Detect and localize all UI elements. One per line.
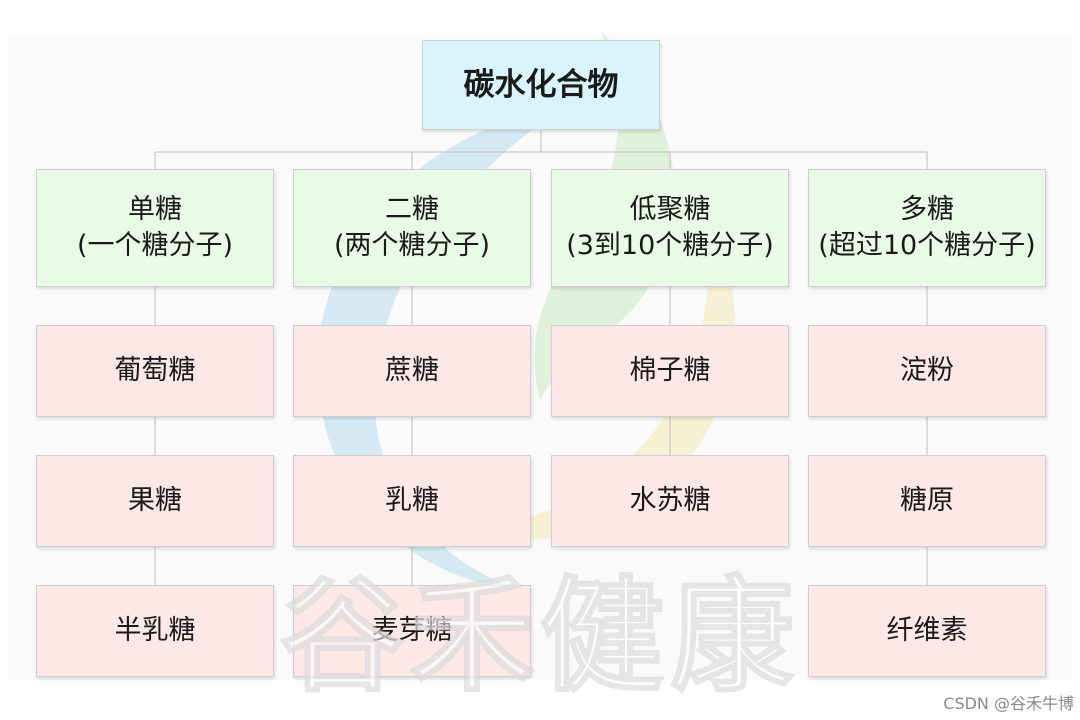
category-name: 二糖 xyxy=(385,194,439,225)
item-node: 麦芽糖 xyxy=(293,585,531,677)
item-node: 淀粉 xyxy=(808,325,1046,417)
category-name: 多糖 xyxy=(900,194,954,225)
category-desc: (3到10个糖分子) xyxy=(566,230,774,261)
category-node-disaccharide: 二糖 (两个糖分子) xyxy=(293,169,531,287)
item-node: 乳糖 xyxy=(293,455,531,547)
root-node: 碳水化合物 xyxy=(422,40,660,130)
item-node: 水苏糖 xyxy=(551,455,789,547)
item-node: 糖原 xyxy=(808,455,1046,547)
category-desc: (两个糖分子) xyxy=(333,230,491,261)
item-node: 半乳糖 xyxy=(36,585,274,677)
item-node: 棉子糖 xyxy=(551,325,789,417)
category-desc: (超过10个糖分子) xyxy=(818,230,1036,261)
category-node-polysaccharide: 多糖 (超过10个糖分子) xyxy=(808,169,1046,287)
item-node: 果糖 xyxy=(36,455,274,547)
category-node-oligosaccharide: 低聚糖 (3到10个糖分子) xyxy=(551,169,789,287)
source-credit: CSDN @谷禾牛博 xyxy=(943,694,1074,713)
item-node: 纤维素 xyxy=(808,585,1046,677)
item-node: 蔗糖 xyxy=(293,325,531,417)
category-name: 单糖 xyxy=(128,194,182,225)
category-desc: (一个糖分子) xyxy=(76,230,234,261)
category-node-monosaccharide: 单糖 (一个糖分子) xyxy=(36,169,274,287)
item-node: 葡萄糖 xyxy=(36,325,274,417)
category-name: 低聚糖 xyxy=(629,194,711,225)
